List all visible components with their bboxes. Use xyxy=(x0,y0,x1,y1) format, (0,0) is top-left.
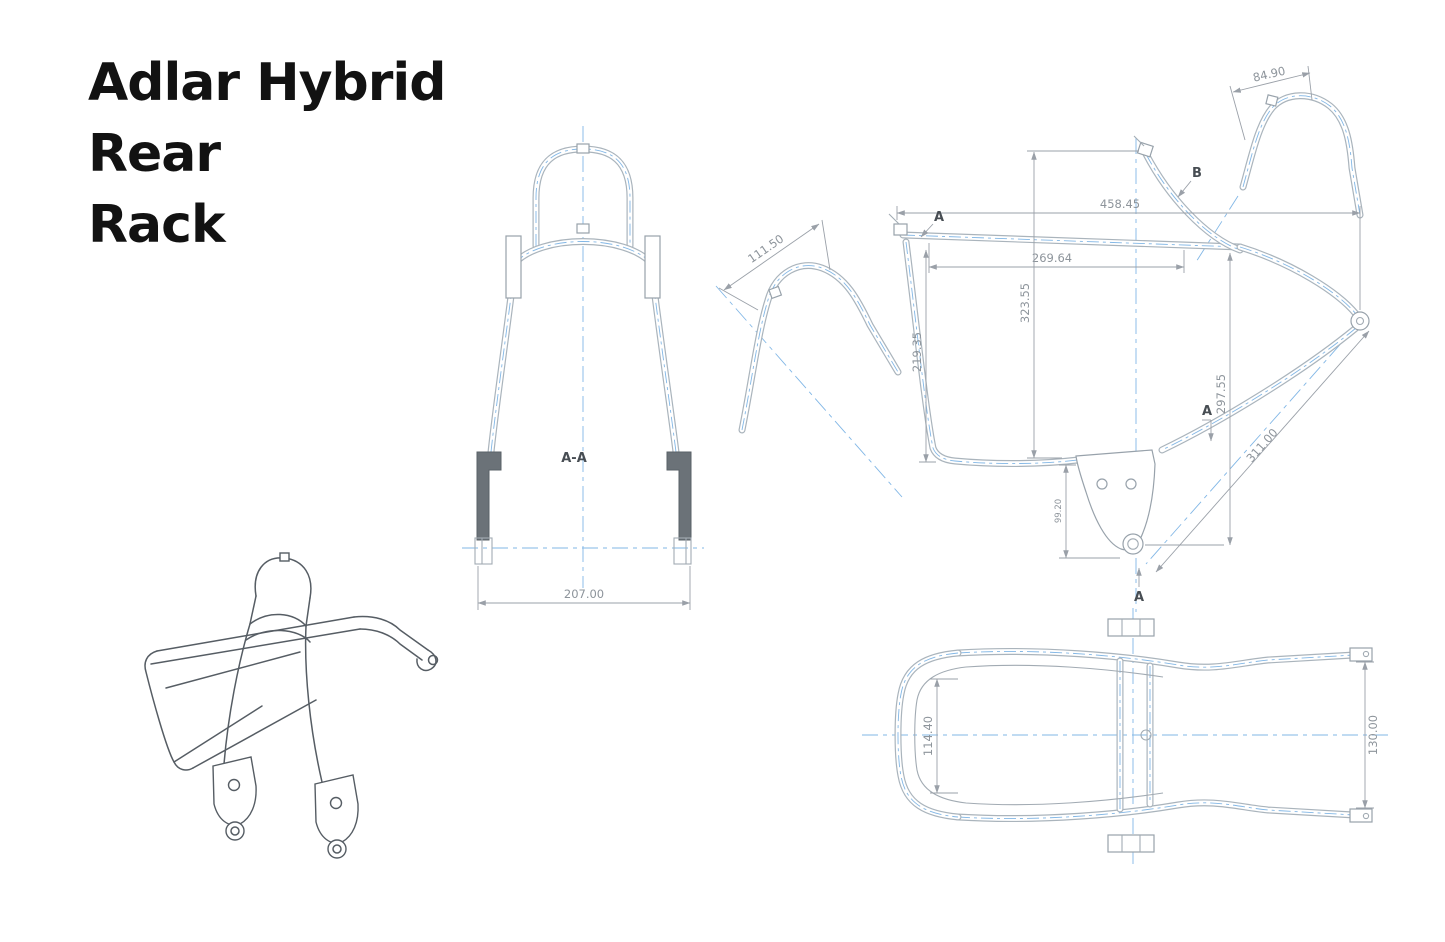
drawing-title: Adlar Hybrid Rear Rack xyxy=(88,48,548,262)
hoop-detail-right: 84.90 xyxy=(1195,64,1360,263)
dim-side-height-left: 219.35 xyxy=(910,332,924,372)
side-dim-bracket-height: 99.20 xyxy=(1054,464,1120,559)
iso-top-hoop xyxy=(254,557,312,599)
iso-mount-plate-left xyxy=(212,756,257,841)
side-dim-height-right: 297.55 xyxy=(1145,252,1233,546)
iso-cross-bar xyxy=(245,629,311,643)
title-line-1: Adlar Hybrid xyxy=(88,53,446,113)
top-dim-width-front: 130.00 xyxy=(1356,661,1380,809)
iso-platform-rail-1 xyxy=(156,616,355,652)
dim-front-width: 207.00 xyxy=(564,587,604,601)
section-marker-a-bottom: A xyxy=(1134,567,1144,605)
iso-mid-arch xyxy=(249,613,307,627)
front-left-bracket-plate xyxy=(505,235,522,299)
side-dim-inner-length: 269.64 xyxy=(928,243,1185,273)
side-mount-bracket-plate xyxy=(1075,449,1156,551)
dim-top-rear-width: 114.40 xyxy=(921,716,935,756)
side-axle-boss xyxy=(1122,533,1144,555)
dim-top-front-width: 130.00 xyxy=(1366,715,1380,755)
hoop-left-tube xyxy=(742,266,898,430)
top-view: 114.40 130.00 xyxy=(862,608,1392,864)
label-section-a-top: A xyxy=(934,210,944,225)
dim-side-bracket: 99.20 xyxy=(1054,499,1064,523)
side-bracket-hole-right xyxy=(1125,478,1137,490)
top-clamp-plate-upper xyxy=(1107,618,1155,637)
section-label-a-a: A-A xyxy=(561,451,587,466)
front-left-hook-foot xyxy=(474,537,493,565)
hoop-right-tube xyxy=(1243,96,1360,215)
top-clamp-plate-lower xyxy=(1107,834,1155,853)
top-center-hole xyxy=(1140,729,1152,741)
view-marker-b: B xyxy=(1177,166,1202,198)
dim-side-diagonal: 311.00 xyxy=(1243,426,1280,465)
side-dim-overall-length: 458.45 xyxy=(896,197,1361,310)
iso-platform-rail-2 xyxy=(150,628,361,665)
side-view: 458.45 269.64 323.55 219.35 xyxy=(888,135,1370,612)
front-left-leg-tube xyxy=(491,280,513,452)
dim-side-inner: 269.64 xyxy=(1032,251,1072,265)
front-right-leg-tube xyxy=(653,280,676,452)
iso-rail-end-hook xyxy=(416,649,437,672)
iso-front-rail-2 xyxy=(359,628,423,661)
side-bracket-hole-left xyxy=(1096,478,1108,490)
label-view-b: B xyxy=(1192,166,1202,181)
iso-front-rail-1 xyxy=(353,615,429,651)
front-mid-clamp-fitting xyxy=(576,223,590,234)
section-marker-a-mid: A xyxy=(1202,404,1214,442)
side-right-lower-tube xyxy=(1162,328,1356,450)
front-view: A-A 207.00 xyxy=(462,126,704,610)
dim-side-overall: 458.45 xyxy=(1100,197,1140,211)
title-line-3: Rack xyxy=(88,195,226,256)
front-width-dimension: 207.00 xyxy=(477,566,691,610)
isometric-view xyxy=(144,552,439,859)
side-left-bottom-tube xyxy=(906,242,1078,464)
top-rail-end-fitting-upper xyxy=(1349,647,1373,662)
iso-rear-loop xyxy=(144,650,194,771)
iso-platform-rail-3 xyxy=(165,651,301,689)
side-rear-eye-fitting xyxy=(1350,311,1370,331)
side-dim-height-center: 323.55 xyxy=(1018,150,1139,459)
iso-left-leg xyxy=(223,623,251,765)
front-right-bracket-plate xyxy=(644,235,661,299)
side-top-clamp-fitting xyxy=(1136,141,1154,158)
iso-braces xyxy=(173,699,317,769)
side-right-upper-tube xyxy=(1240,247,1356,314)
section-marker-a-top: A xyxy=(920,210,944,238)
side-front-clamp-fitting xyxy=(893,223,908,236)
front-right-mount-plate xyxy=(666,451,692,541)
side-dim-height-left: 219.35 xyxy=(910,249,936,463)
dim-side-height-right: 297.55 xyxy=(1214,374,1228,414)
hoop-detail-left: 111.50 xyxy=(715,219,903,498)
dim-hoop-right: 84.90 xyxy=(1251,64,1286,85)
front-right-hook-foot xyxy=(673,537,692,565)
front-left-mount-plate xyxy=(476,451,502,541)
side-top-tube xyxy=(903,235,1240,247)
label-section-a-mid: A xyxy=(1202,404,1212,419)
iso-mount-plate-right xyxy=(314,774,359,859)
front-top-clamp-fitting xyxy=(576,143,590,154)
hoop-right-clamp-fitting xyxy=(1265,94,1279,107)
title-line-2: Rear xyxy=(88,124,221,185)
iso-hoop-clamp xyxy=(279,552,290,562)
dim-side-height-center: 323.55 xyxy=(1018,283,1032,323)
label-section-a-bottom: A xyxy=(1134,590,1144,605)
top-dim-width-rear: 114.40 xyxy=(921,678,958,794)
top-rail-end-fitting-lower xyxy=(1349,808,1373,823)
iso-right-leg xyxy=(304,625,323,783)
side-dim-diagonal: 311.00 xyxy=(1155,330,1370,573)
